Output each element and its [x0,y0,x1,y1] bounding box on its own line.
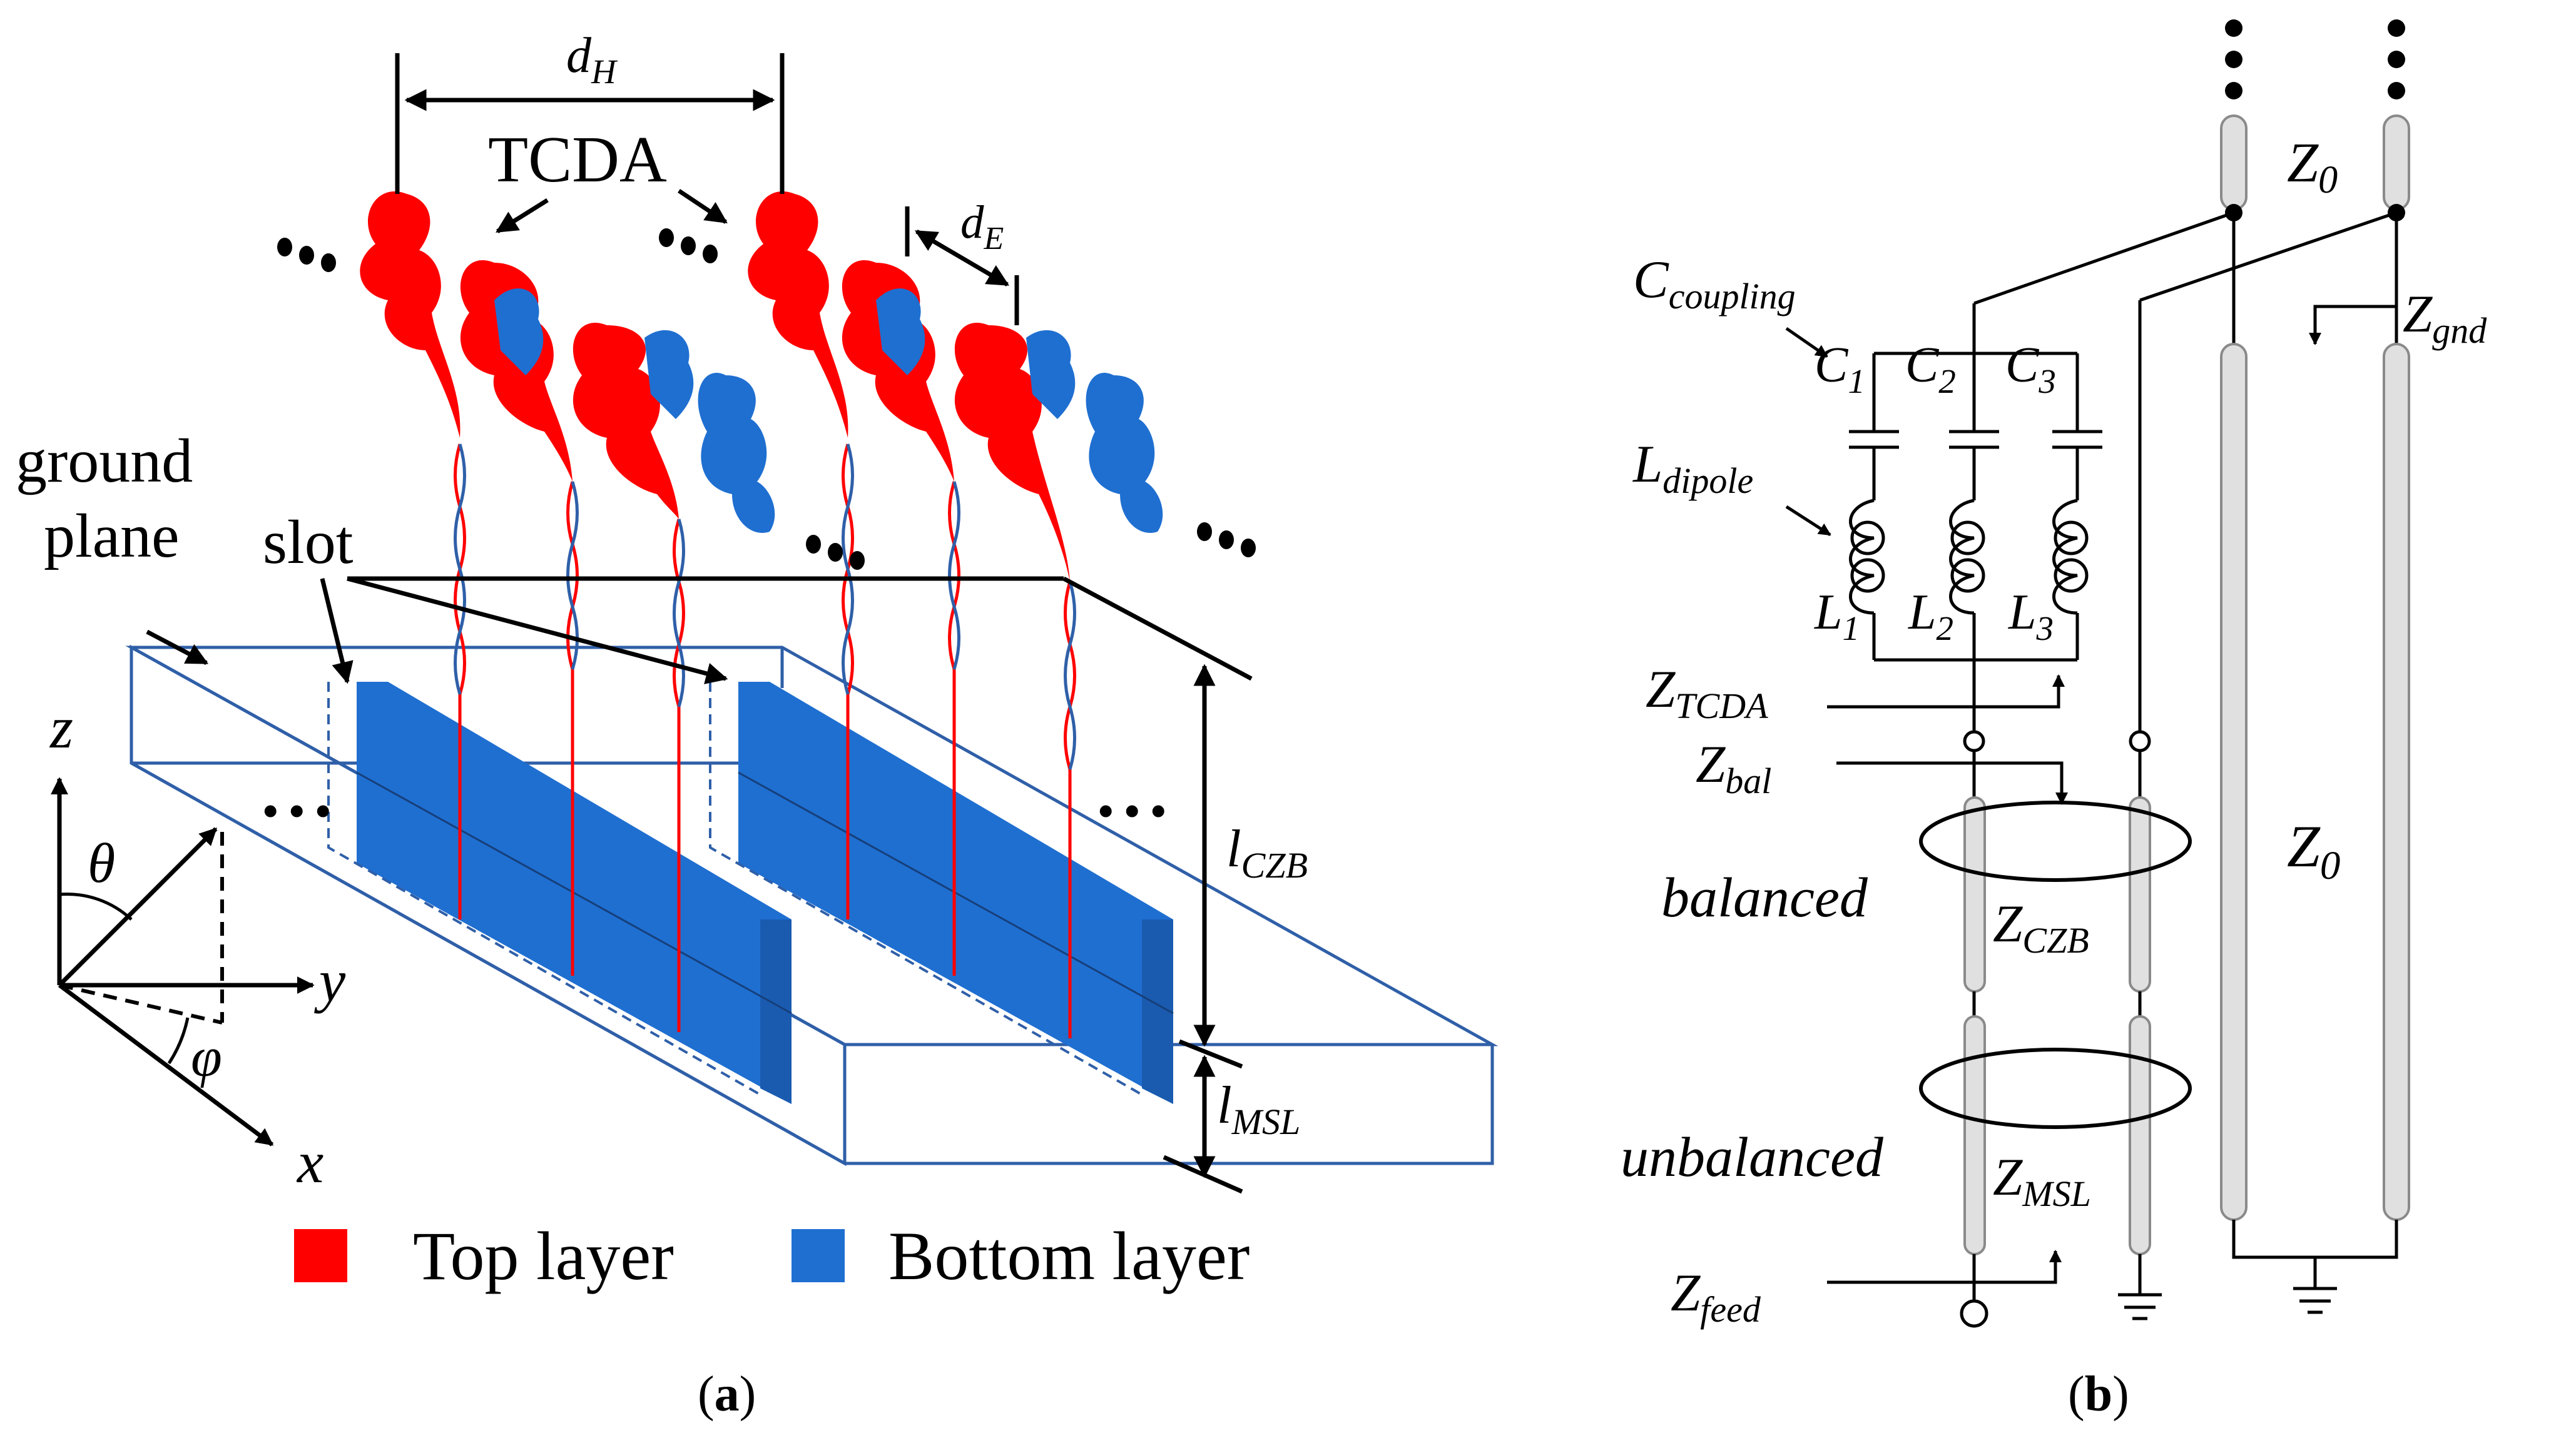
axis-y: y [314,948,346,1014]
ellipsis-left: • • • [263,787,331,836]
czb-tube-left [1963,796,1986,993]
dh-dimension [395,53,785,194]
ellipsis-right: • • • [1098,787,1166,836]
l3-label: L3 [2008,585,2054,647]
lmsl-label: lMSL [1217,1076,1300,1142]
dh-label: dH [566,28,618,91]
caption-b: (b) [2068,1367,2129,1422]
legend: Top layer Bottom layer [294,1218,1250,1294]
ground-symbol-msl [2118,1254,2162,1320]
legend-swatch-bottom [792,1229,845,1282]
ztcda-label: ZTCDA [1646,660,1768,726]
zfeed-label: Zfeed [1671,1263,1761,1330]
slot-arrow-right [347,576,728,684]
unbalanced-ring [1919,1048,2192,1129]
tcda-label: TCDA [488,123,667,196]
tcda-arrow-2 [678,189,728,224]
c2-label: C2 [1905,338,1956,400]
panel-a: • • • • • • dH TCDA dE ground plane slot [16,28,1499,1422]
panel-b: Z0 Z0 Zgnd [1621,19,2487,1422]
slot-left [327,682,792,1104]
slot-arrow-left [320,578,354,684]
long-tube-right [2383,343,2410,1221]
c3-label: C3 [2005,338,2056,400]
slot-label: slot [263,507,354,577]
terminal-left [1963,730,1985,752]
ground-bridge [2232,1220,2398,1259]
zgnd-label: Zgnd [2403,285,2487,351]
zczb-label: ZCZB [1993,894,2089,961]
ccoupling-label: Ccoupling [1633,250,1796,316]
caption-a: (a) [698,1367,756,1422]
legend-label-top: Top layer [413,1218,674,1294]
wire-node-right [2139,211,2397,302]
z0-top-tube-left [2220,114,2248,211]
legend-swatch-top [294,1229,347,1282]
c1-label: C1 [1815,338,1865,400]
zbal-arrow [1836,761,2068,805]
feed-terminal [1960,1299,1988,1328]
coordinate-axes [51,777,315,1147]
zmsl-label: ZMSL [1993,1148,2091,1214]
axis-phi: φ [191,1026,222,1088]
ellipsis-dots [277,228,1256,570]
top-dots [2225,19,2405,99]
z0-top-tube-right [2383,114,2410,211]
zgnd-arrow [2309,305,2396,345]
l2-label: L2 [1908,585,1953,647]
zfeed-arrow [1827,1250,2062,1284]
ztcda-arrow [1827,674,2065,709]
long-tube-left [2220,343,2248,1221]
ground-label-2: plane [44,501,180,570]
lczb-label: lCZB [1226,819,1308,886]
balanced-ring [1919,801,2192,882]
msl-tube-left [1963,1015,1986,1255]
ground-label-1: ground [16,426,193,495]
ldipole-arrow [1785,505,1831,537]
axis-z: z [49,694,73,761]
z0-top-label: Z0 [2287,132,2338,201]
msl-tube-right [2129,1015,2151,1255]
wire-node-left [1973,211,2234,305]
unbalanced-label: unbalanced [1621,1127,1884,1188]
tcda-arrow-1 [496,198,549,233]
ccoupling-arrow [1785,327,1828,358]
z0-mid-label: Z0 [2287,813,2340,888]
czb-tube-right [2129,796,2151,993]
ldipole-label: Ldipole [1632,435,1753,501]
terminal-right [2129,730,2151,752]
zbal-label: Zbal [1696,735,1771,801]
axis-x: x [296,1129,323,1195]
ground-plane-arrow [146,629,209,666]
balanced-label: balanced [1661,867,1868,929]
ground-symbol-right [2293,1257,2337,1314]
legend-label-bottom: Bottom layer [888,1218,1250,1294]
de-label: dE [960,196,1004,256]
lczb-dimension [1062,576,1253,1194]
de-dimension [905,206,1019,325]
lc-network [1849,303,2102,732]
dipole-elements [360,191,1163,582]
axis-theta: θ [88,833,115,894]
l1-label: L1 [1814,585,1860,647]
